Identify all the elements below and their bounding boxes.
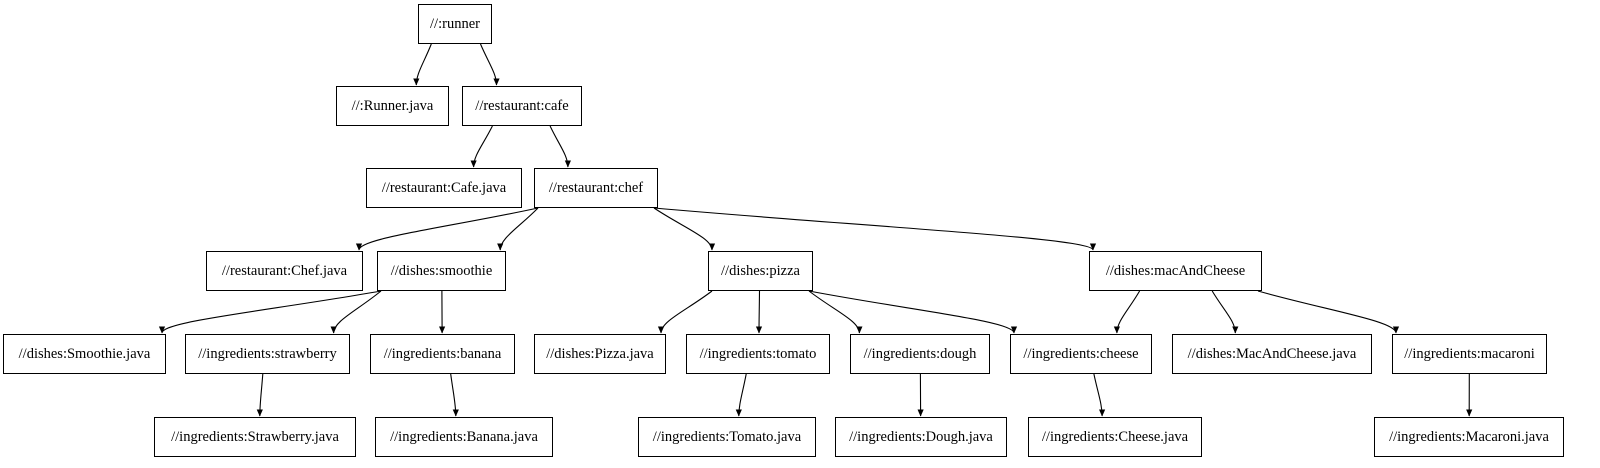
graph-node-dishes_smoothie_java[interactable]: //dishes:Smoothie.java — [3, 334, 166, 374]
graph-node-ing_cheese[interactable]: //ingredients:cheese — [1010, 334, 1152, 374]
graph-edge-dishes_smoothie-to-dishes_smoothie_java — [158, 290, 382, 334]
graph-node-label: //ingredients:Cheese.java — [1041, 428, 1189, 445]
graph-edge-dishes_macandcheese-to-ing_cheese — [1113, 290, 1141, 334]
graph-node-ing_macaroni[interactable]: //ingredients:macaroni — [1392, 334, 1547, 374]
graph-node-label: //restaurant:Chef.java — [221, 262, 348, 279]
graph-node-restaurant_chef_java[interactable]: //restaurant:Chef.java — [206, 251, 363, 291]
graph-edge-dishes_pizza-to-ing_cheese — [808, 290, 1018, 334]
graph-edge-dishes_pizza-to-ing_dough — [808, 290, 863, 334]
graph-node-label: //dishes:pizza — [721, 262, 800, 279]
graph-node-ing_strawberry[interactable]: //ingredients:strawberry — [185, 334, 350, 374]
graph-node-label: //ingredients:strawberry — [198, 345, 337, 362]
graph-node-label: //ingredients:Macaroni.java — [1389, 428, 1549, 445]
graph-node-restaurant_cafe[interactable]: //restaurant:cafe — [462, 86, 582, 126]
graph-node-dishes_macandcheese[interactable]: //dishes:macAndCheese — [1089, 251, 1262, 291]
graph-node-ing_macaroni_java[interactable]: //ingredients:Macaroni.java — [1374, 417, 1564, 457]
graph-edge-ing_banana-to-ing_banana_java — [450, 373, 459, 417]
graph-node-label: //dishes:smoothie — [390, 262, 493, 279]
graph-node-ing_banana[interactable]: //ingredients:banana — [370, 334, 515, 374]
graph-edge-dishes_macandcheese-to-dishes_macandcheese_java — [1211, 290, 1239, 334]
graph-node-label: //restaurant:Cafe.java — [381, 179, 507, 196]
graph-node-runner_java[interactable]: //:Runner.java — [336, 86, 449, 126]
graph-node-label: //:Runner.java — [351, 97, 434, 114]
graph-node-ing_tomato_java[interactable]: //ingredients:Tomato.java — [638, 417, 816, 457]
graph-node-label: //ingredients:Banana.java — [390, 428, 538, 445]
graph-edge-restaurant_chef-to-dishes_pizza — [653, 207, 716, 251]
graph-node-label: //ingredients:Strawberry.java — [171, 428, 339, 445]
graph-edge-dishes_macandcheese-to-ing_macaroni — [1257, 290, 1400, 334]
graph-node-label: //restaurant:cafe — [475, 97, 569, 114]
graph-edge-ing_strawberry-to-ing_strawberry_java — [256, 373, 264, 417]
graph-node-dishes_macandcheese_java[interactable]: //dishes:MacAndCheese.java — [1172, 334, 1372, 374]
graph-edge-restaurant_chef-to-dishes_smoothie — [497, 207, 539, 251]
graph-edge-runner-to-restaurant_cafe — [479, 43, 500, 86]
graph-node-restaurant_chef[interactable]: //restaurant:chef — [534, 168, 658, 208]
graph-node-label: //ingredients:dough — [863, 345, 977, 362]
graph-edge-restaurant_chef-to-restaurant_chef_java — [355, 207, 539, 251]
graph-node-dishes_smoothie[interactable]: //dishes:smoothie — [377, 251, 506, 291]
graph-node-ing_banana_java[interactable]: //ingredients:Banana.java — [375, 417, 553, 457]
graph-node-label: //dishes:macAndCheese — [1105, 262, 1246, 279]
graph-node-ing_dough_java[interactable]: //ingredients:Dough.java — [835, 417, 1007, 457]
graph-node-restaurant_cafe_java[interactable]: //restaurant:Cafe.java — [366, 168, 522, 208]
graph-node-label: //dishes:Pizza.java — [546, 345, 654, 362]
graph-edge-restaurant_cafe-to-restaurant_cafe_java — [470, 125, 493, 168]
graph-node-ing_strawberry_java[interactable]: //ingredients:Strawberry.java — [154, 417, 356, 457]
graph-edge-dishes_pizza-to-ing_tomato — [755, 290, 763, 334]
graph-node-ing_cheese_java[interactable]: //ingredients:Cheese.java — [1028, 417, 1202, 457]
graph-node-label: //dishes:Smoothie.java — [18, 345, 151, 362]
graph-node-label: //ingredients:Tomato.java — [652, 428, 802, 445]
graph-node-runner[interactable]: //:runner — [418, 4, 492, 44]
graph-node-ing_tomato[interactable]: //ingredients:tomato — [686, 334, 830, 374]
graph-node-label: //ingredients:Dough.java — [849, 428, 993, 445]
graph-edge-ing_tomato-to-ing_tomato_java — [735, 373, 747, 417]
graph-node-label: //ingredients:banana — [383, 345, 502, 362]
graph-node-label: //ingredients:tomato — [699, 345, 817, 362]
graph-edge-restaurant_cafe-to-restaurant_chef — [549, 125, 571, 168]
graph-node-label: //restaurant:chef — [548, 179, 644, 196]
graph-node-dishes_pizza[interactable]: //dishes:pizza — [708, 251, 813, 291]
graph-edge-dishes_smoothie-to-ing_strawberry — [330, 290, 382, 334]
graph-node-ing_dough[interactable]: //ingredients:dough — [850, 334, 990, 374]
graph-node-label: //ingredients:cheese — [1023, 345, 1139, 362]
graph-node-label: //ingredients:macaroni — [1404, 345, 1535, 362]
graph-edge-dishes_pizza-to-dishes_pizza_java — [657, 290, 713, 334]
graph-node-label: //:runner — [430, 15, 480, 32]
graph-edge-ing_cheese-to-ing_cheese_java — [1093, 373, 1106, 417]
graph-node-label: //dishes:MacAndCheese.java — [1187, 345, 1357, 362]
graph-node-dishes_pizza_java[interactable]: //dishes:Pizza.java — [534, 334, 666, 374]
graph-edge-runner-to-runner_java — [413, 43, 432, 86]
graph-edge-restaurant_chef-to-dishes_macandcheese — [653, 207, 1096, 251]
